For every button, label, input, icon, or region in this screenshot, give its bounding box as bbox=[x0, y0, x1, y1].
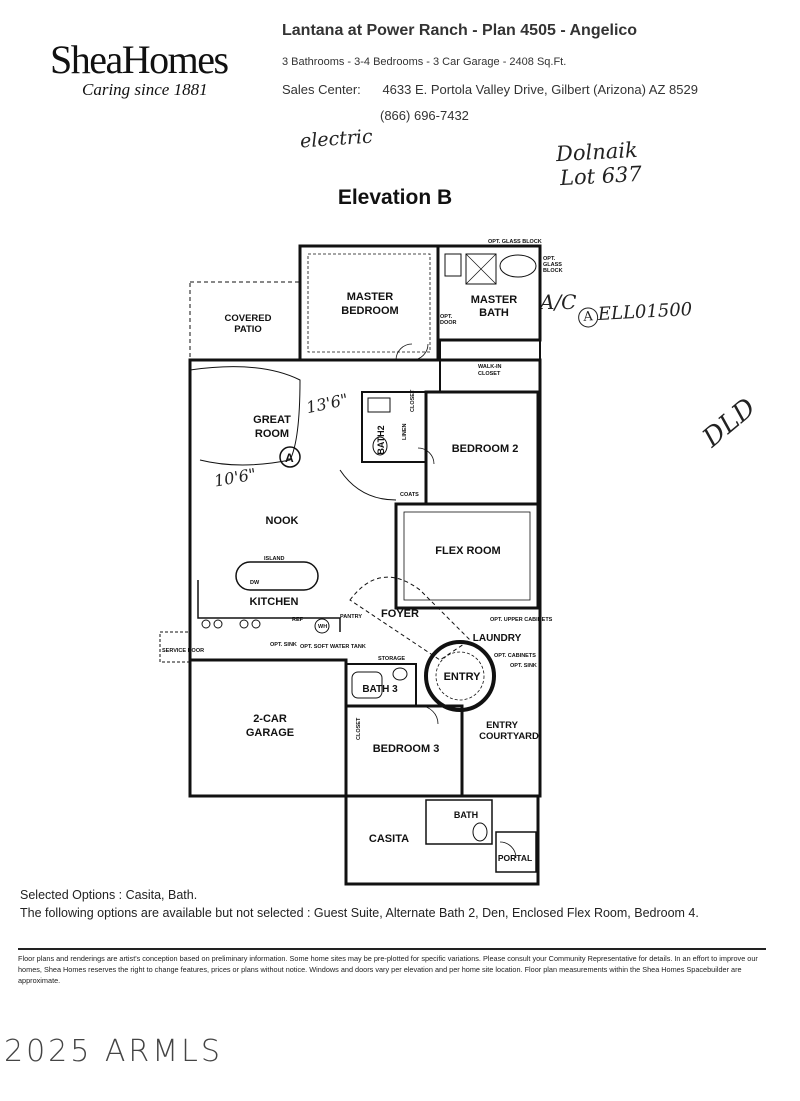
label-walk-in: WALK-IN bbox=[478, 364, 502, 370]
bath2-walls bbox=[361, 391, 427, 463]
label-opt-cabinets: OPT. CABINETS bbox=[494, 653, 536, 659]
label-bedroom3-closet: CLOSET bbox=[356, 717, 362, 740]
label-kitchen: KITCHEN bbox=[250, 596, 299, 608]
foyer-outline bbox=[349, 576, 471, 661]
label-foyer: FOYER bbox=[381, 608, 419, 620]
svg-text:GLASS: GLASS bbox=[543, 262, 562, 268]
entry-rotunda bbox=[424, 640, 496, 712]
label-linen: LINEN bbox=[402, 423, 408, 440]
kitchen-island bbox=[235, 561, 319, 591]
label-garage-1: 2-CAR bbox=[253, 713, 287, 725]
label-opt-glass-block: OPT. GLASS BLOCK bbox=[488, 239, 542, 245]
elevation-title: Elevation B bbox=[337, 186, 453, 209]
label-pantry: PANTRY bbox=[340, 614, 362, 620]
casita-bath-walls bbox=[425, 799, 493, 845]
label-bath3: BATH 3 bbox=[362, 684, 398, 695]
label-laundry: LAUNDRY bbox=[473, 633, 522, 644]
label-casita-bath: BATH bbox=[454, 810, 478, 820]
label-great-room-1: GREAT bbox=[253, 414, 291, 426]
label-great-room-2: ROOM bbox=[255, 428, 289, 440]
label-opt-soft-water: OPT. SOFT WATER TANK bbox=[300, 644, 366, 650]
label-bath2-closet: CLOSET bbox=[410, 389, 416, 412]
plan-specs: 3 Bathrooms - 3-4 Bedrooms - 3 Car Garag… bbox=[282, 56, 567, 68]
portal-walls bbox=[495, 831, 537, 873]
label-nook: NOOK bbox=[266, 515, 299, 527]
unselected-options: The following options are available but … bbox=[20, 906, 699, 920]
label-casita: CASITA bbox=[369, 833, 409, 845]
label-opt-sink: OPT. SINK bbox=[270, 642, 297, 648]
label-master-bath-2: BATH bbox=[479, 307, 509, 319]
svg-text:BLOCK: BLOCK bbox=[543, 268, 563, 274]
sales-center: Sales Center: 4633 E. Portola Valley Dri… bbox=[282, 82, 698, 97]
sales-center-address: 4633 E. Portola Valley Drive, Gilbert (A… bbox=[382, 82, 698, 97]
svg-text:OPT.: OPT. bbox=[440, 314, 453, 320]
label-opt-sink2: OPT. SINK bbox=[510, 663, 537, 669]
label-bath2: BATH2 bbox=[376, 425, 386, 454]
label-dw: DW bbox=[250, 580, 260, 586]
company-tagline: Caring since 1881 bbox=[82, 80, 208, 99]
company-logo: SheaHomes bbox=[50, 37, 229, 82]
label-bedroom2: BEDROOM 2 bbox=[452, 443, 519, 455]
svg-text:DOOR: DOOR bbox=[440, 320, 457, 326]
handwritten-ac: A/C bbox=[540, 290, 577, 314]
casita-walls bbox=[344, 794, 540, 886]
kitchen-counter bbox=[197, 580, 341, 632]
sales-center-label: Sales Center: bbox=[282, 82, 361, 97]
label-master-bedroom-1: MASTER bbox=[347, 291, 394, 303]
label-coats: COATS bbox=[400, 492, 419, 498]
flex-room-walls bbox=[394, 502, 540, 610]
label-wh: WH bbox=[318, 624, 327, 630]
label-service-door: SERVICE DOOR bbox=[162, 648, 204, 654]
label-entry-courtyard-2: COURTYARD bbox=[479, 731, 539, 742]
label-entry-courtyard-1: ENTRY bbox=[486, 720, 519, 731]
svg-text:OPT.: OPT. bbox=[543, 256, 556, 262]
label-bedroom3: BEDROOM 3 bbox=[373, 743, 440, 755]
watermark: 2025 ARMLS bbox=[4, 1034, 223, 1069]
label-covered-patio-1: COVERED bbox=[225, 313, 272, 324]
label-flex-room: FLEX ROOM bbox=[435, 545, 500, 557]
label-covered-patio-2: PATIO bbox=[234, 324, 262, 335]
label-portal: PORTAL bbox=[498, 853, 532, 863]
label-garage-2: GARAGE bbox=[246, 727, 294, 739]
project-title: Lantana at Power Ranch - Plan 4505 - Ang… bbox=[282, 22, 638, 39]
label-master-bedroom-2: BEDROOM bbox=[341, 305, 398, 317]
svg-text:A: A bbox=[285, 451, 294, 465]
label-island: ISLAND bbox=[264, 556, 285, 562]
sales-phone: (866) 696-7432 bbox=[380, 108, 469, 123]
label-storage: STORAGE bbox=[378, 656, 405, 662]
label-entry: ENTRY bbox=[444, 671, 482, 683]
label-upper-cabinets: OPT. UPPER CABINETS bbox=[490, 617, 553, 623]
label-ref: REF bbox=[292, 617, 304, 623]
label-walk-in-closet: CLOSET bbox=[478, 371, 501, 377]
label-master-bath-1: MASTER bbox=[471, 294, 518, 306]
disclaimer: Floor plans and renderings are artist's … bbox=[18, 954, 758, 985]
selected-options: Selected Options : Casita, Bath. bbox=[20, 888, 198, 902]
bath3-walls bbox=[345, 663, 417, 707]
footer-divider bbox=[18, 948, 766, 950]
master-bedroom-walls bbox=[298, 244, 440, 362]
